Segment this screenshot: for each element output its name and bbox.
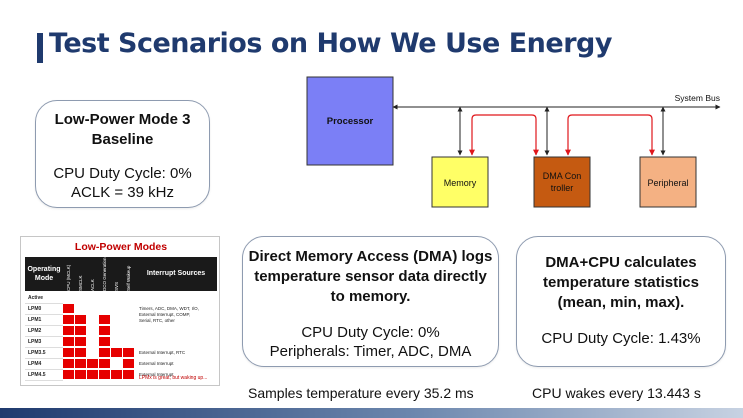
card-heading: Baseline: [91, 131, 154, 148]
table-cell-off: [99, 348, 110, 357]
card-heading: Low-Power Mode 3: [54, 111, 191, 128]
table-row: LPM0: [25, 304, 63, 315]
card-heading: temperature statistics: [543, 274, 699, 291]
caption-sampling-rate: Samples temperature every 35.2 ms: [248, 385, 474, 401]
table-cell-off: [123, 370, 134, 379]
table-cell-off: [63, 315, 74, 324]
table-cell-off: [99, 337, 110, 346]
processor-block: [306, 76, 394, 166]
table-title: Low-Power Modes: [74, 241, 168, 253]
table-cell-off: [99, 370, 110, 379]
caption-cpu-wake: CPU wakes every 13.443 s: [532, 385, 701, 401]
memory-label: Memory: [444, 178, 477, 188]
card-dma-logging: Direct Memory Access (DMA) logs temperat…: [242, 236, 499, 367]
card-line: CPU Duty Cycle: 0%: [301, 324, 440, 341]
table-cell-off: [63, 348, 74, 357]
table-footer-note: LPMx is great, but waking up...: [139, 375, 208, 381]
card-heading: DMA+CPU calculates: [545, 254, 697, 271]
table-cell-off: [123, 359, 134, 368]
column-header: SMCLK: [75, 257, 87, 291]
table-cell-off: [75, 359, 86, 368]
table-cell-off: [63, 359, 74, 368]
table-row: LPM2: [25, 326, 63, 337]
card-line: CPU Duty Cycle: 1.43%: [541, 330, 701, 347]
dma-path-peripheral: [565, 114, 655, 156]
card-heading: temperature sensor data directly: [254, 268, 487, 285]
table-cell-off: [63, 370, 74, 379]
table-cell-off: [63, 304, 74, 313]
processor-label: Processor: [327, 116, 374, 127]
table-cell-off: [111, 348, 122, 357]
column-header: DCO Generation: [99, 257, 111, 291]
table-row: LPM4.5: [25, 370, 63, 381]
table-row: LPM3: [25, 337, 63, 348]
card-lpm3-baseline: Low-Power Mode 3 Baseline CPU Duty Cycle…: [35, 100, 210, 208]
column-header: ACLK: [87, 257, 99, 291]
memory-block: [431, 156, 489, 208]
table-cell-off: [75, 337, 86, 346]
table-cell-off: [99, 315, 110, 324]
column-header: SVS: [111, 257, 123, 291]
table-cell-off: [99, 326, 110, 335]
table-row: LPM1: [25, 315, 63, 326]
system-bus-diagram: Processor System Bus Memory DMA Con trol…: [306, 76, 721, 208]
header-interrupt-sources: Interrupt Sources: [135, 257, 217, 291]
dma-path-memory: [469, 114, 539, 156]
card-heading: Direct Memory Access (DMA) logs: [248, 248, 493, 265]
table-row: LPM3.5: [25, 348, 63, 359]
interrupt-source: External Interrupt: [139, 361, 174, 366]
table-cell-off: [99, 359, 110, 368]
peripheral-label: Peripheral: [647, 178, 688, 188]
card-heading: to memory.: [330, 288, 411, 305]
card-heading: (mean, min, max).: [557, 294, 685, 311]
dma-label-line-1: DMA Con: [543, 171, 582, 181]
dma-label-line-2: troller: [551, 183, 574, 193]
table-cell-off: [123, 348, 134, 357]
interrupt-source: Serial, RTC, other: [139, 318, 175, 323]
table-cell-off: [75, 370, 86, 379]
header-operating-mode: Operating Mode: [25, 257, 63, 291]
interrupt-source: Timers, ADC, DMA, WDT, I/O,: [139, 306, 199, 311]
header-text: Operating: [27, 266, 61, 273]
slide-title: Test Scenarios on How We Use Energy: [49, 28, 612, 59]
peripheral-block: [639, 156, 697, 208]
column-header: Self Wakeup: [123, 257, 135, 291]
table-cell-off: [87, 359, 98, 368]
card-line: ACLK = 39 kHz: [71, 184, 174, 201]
column-header: CPU (MCLK): [63, 257, 75, 291]
interrupt-source: External Interrupt, COMP,: [139, 312, 191, 317]
table-cell-off: [63, 326, 74, 335]
card-line: CPU Duty Cycle: 0%: [53, 165, 192, 182]
dma-controller-block: [533, 156, 591, 208]
card-line: Peripherals: Timer, ADC, DMA: [269, 343, 472, 360]
table-row: LPM4: [25, 359, 63, 370]
table-cell-off: [111, 370, 122, 379]
header-text: Mode: [34, 275, 54, 282]
table-cell-off: [63, 337, 74, 346]
interrupt-source: External Interrupt, RTC: [139, 350, 186, 355]
interrupt-source: External Interrupt: [139, 372, 174, 377]
bottom-accent-band: [0, 408, 743, 418]
table-cell-off: [75, 326, 86, 335]
table-cell-off: [75, 315, 86, 324]
low-power-modes-table: Low-Power Modes Operating Mode CPU (MCLK…: [20, 236, 220, 386]
table-cell-off: [87, 370, 98, 379]
title-accent-bar: [37, 33, 43, 63]
table-cell-off: [75, 348, 86, 357]
system-bus-label: System Bus: [675, 93, 720, 103]
table-row: Active: [25, 293, 63, 304]
card-dma-cpu-statistics: DMA+CPU calculates temperature statistic…: [516, 236, 726, 367]
